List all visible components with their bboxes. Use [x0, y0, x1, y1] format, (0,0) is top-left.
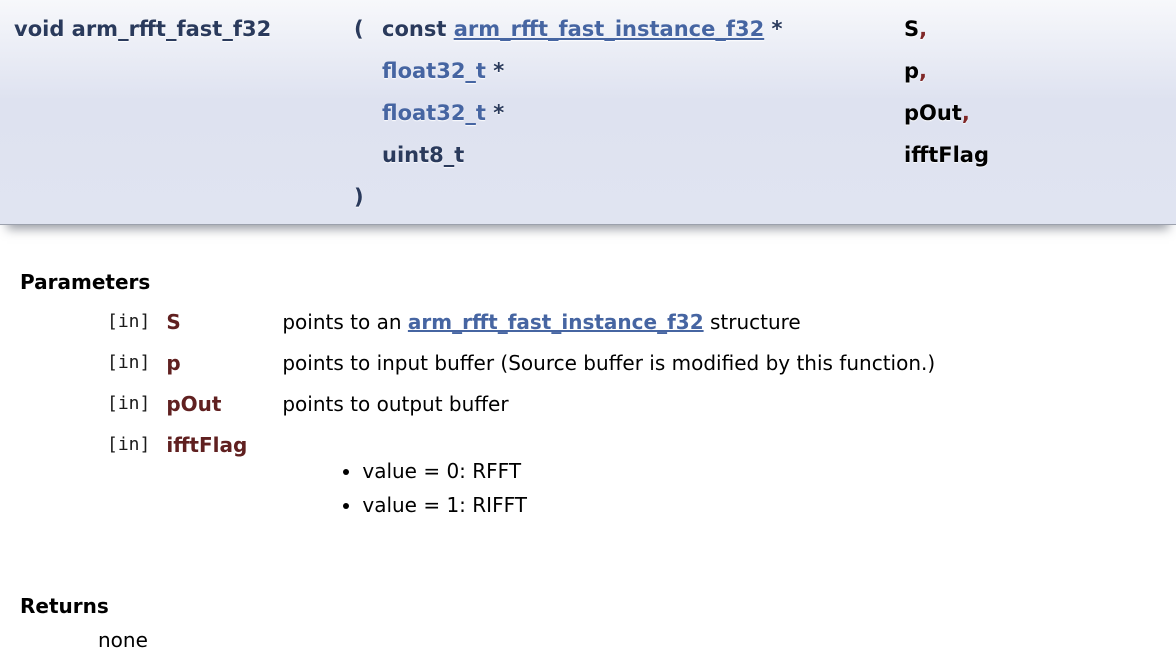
param-description: points to an arm_rfft_fast_instance_f32 …: [282, 309, 935, 350]
description-text: structure: [703, 310, 801, 334]
param-direction: [in]: [107, 393, 151, 414]
param-name: S: [166, 310, 181, 334]
param-name: ifftFlag: [166, 433, 248, 457]
param-row: [in] p points to input buffer (Source bu…: [107, 350, 935, 391]
signature-row: float32_t * p,: [14, 50, 989, 92]
param-separator: ,: [919, 17, 928, 41]
description-link-arm-rfft-fast-instance-f32[interactable]: arm_rfft_fast_instance_f32: [407, 310, 704, 334]
signature-row: ): [14, 176, 989, 218]
function-name-text: void arm_rfft_fast_f32: [14, 17, 272, 41]
param-separator: ,: [961, 101, 970, 125]
signature-row: uint8_t ifftFlag: [14, 134, 989, 176]
param-type-cell: float32_t *: [382, 50, 904, 92]
bullet-item: value = 1: RIFFT: [362, 492, 935, 518]
param-type-cell: const arm_rfft_fast_instance_f32 *: [382, 8, 904, 50]
param-direction: [in]: [107, 311, 151, 332]
param-direction: [in]: [107, 434, 151, 455]
type-text: uint8_t: [382, 143, 465, 167]
param-row: [in] pOut points to output buffer: [107, 391, 935, 432]
param-description: value = 0: RFFT value = 1: RIFFT: [282, 432, 935, 541]
type-link-float32-t[interactable]: float32_t: [382, 59, 486, 83]
param-name-cell: S,: [904, 8, 989, 50]
bullet-item: value = 0: RFFT: [362, 458, 935, 484]
param-description: points to input buffer (Source buffer is…: [282, 351, 936, 375]
description-text: points to an: [282, 310, 408, 334]
pointer-star: *: [485, 59, 505, 83]
type-text: const: [382, 17, 454, 41]
param-name: p: [166, 351, 181, 375]
open-paren: (: [354, 17, 364, 41]
pointer-star: *: [764, 17, 783, 41]
param-description: points to output buffer: [282, 392, 509, 416]
param-direction: [in]: [107, 352, 151, 373]
type-link-float32-t[interactable]: float32_t: [382, 101, 486, 125]
param-name-cell: pOut,: [904, 92, 989, 134]
returns-value: none: [98, 628, 148, 652]
param-type-cell: float32_t *: [382, 92, 904, 134]
type-link-arm-rfft-fast-instance-f32[interactable]: arm_rfft_fast_instance_f32: [453, 17, 765, 41]
pointer-star: *: [485, 101, 505, 125]
signature-table: void arm_rfft_fast_f32 ( const arm_rfft_…: [14, 8, 989, 218]
parameters-table: [in] S points to an arm_rfft_fast_instan…: [107, 309, 935, 541]
close-paren: ): [354, 185, 364, 209]
signature-param-name: pOut: [904, 101, 962, 125]
param-type-cell: uint8_t: [382, 134, 904, 176]
param-name: pOut: [166, 392, 222, 416]
parameters-heading: Parameters: [20, 270, 151, 294]
param-separator: ,: [919, 59, 928, 83]
signature-param-name: ifftFlag: [904, 143, 989, 167]
returns-heading: Returns: [20, 594, 109, 618]
param-row: [in] S points to an arm_rfft_fast_instan…: [107, 309, 935, 350]
param-row: [in] ifftFlag value = 0: RFFT value = 1:…: [107, 432, 935, 541]
param-name-cell: ifftFlag: [904, 134, 989, 176]
signature-param-name: S: [904, 17, 920, 41]
signature-param-name: p: [904, 59, 920, 83]
return-type-and-function-name: void arm_rfft_fast_f32: [14, 8, 354, 50]
signature-row: void arm_rfft_fast_f32 ( const arm_rfft_…: [14, 8, 989, 50]
value-bullet-list: value = 0: RFFT value = 1: RIFFT: [282, 458, 935, 518]
function-signature-box: void arm_rfft_fast_f32 ( const arm_rfft_…: [0, 0, 1176, 225]
param-name-cell: p,: [904, 50, 989, 92]
signature-row: float32_t * pOut,: [14, 92, 989, 134]
